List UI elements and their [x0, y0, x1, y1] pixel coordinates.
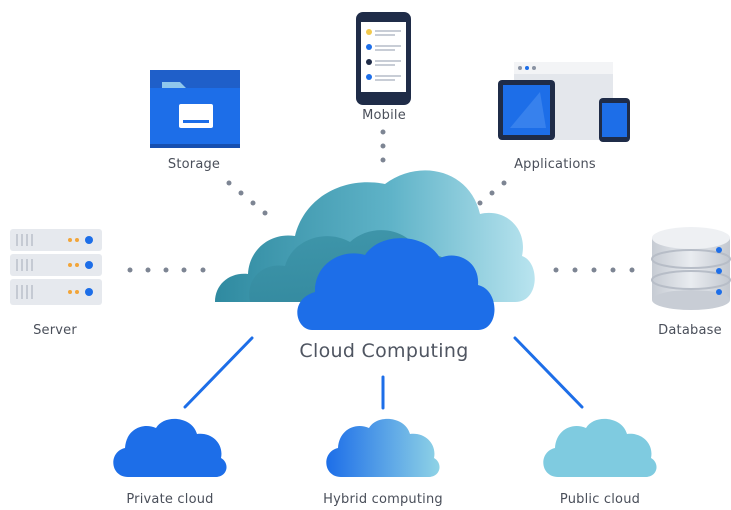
dotted-connectors: [127, 129, 635, 273]
private-cloud-icon: [113, 418, 227, 477]
hybrid-cloud-icon: [326, 418, 440, 477]
mobile-label: Mobile: [362, 108, 406, 123]
mobile-icon: [356, 12, 411, 105]
database-icon: [651, 227, 731, 310]
applications-label: Applications: [514, 157, 596, 172]
branch-lines: [183, 336, 584, 410]
hybrid-computing-label: Hybrid computing: [323, 492, 443, 507]
public-cloud-label: Public cloud: [559, 492, 641, 507]
server-label: Server: [33, 323, 77, 338]
storage-label: Storage: [167, 157, 221, 172]
public-cloud-icon: [543, 418, 657, 477]
private-cloud-label: Private cloud: [126, 492, 214, 507]
storage-icon: [150, 70, 240, 148]
central-cloud-icon: [215, 170, 535, 330]
diagram-title: Cloud Computing: [299, 340, 469, 362]
database-label: Database: [658, 323, 722, 338]
applications-icon: [498, 62, 630, 142]
server-icon: [10, 229, 102, 305]
